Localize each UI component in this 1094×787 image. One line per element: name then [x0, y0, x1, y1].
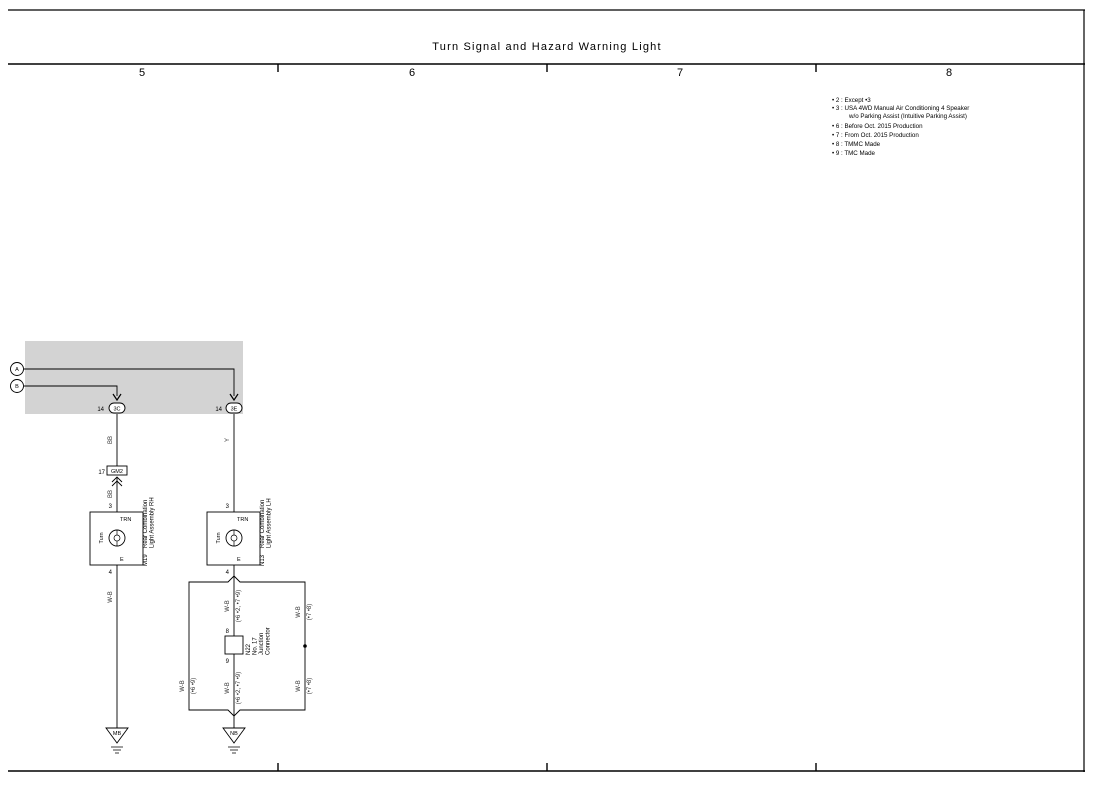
- component-name: Rear Combination: [143, 500, 149, 548]
- wire-color-label: Y: [225, 438, 231, 442]
- lamp-lh-label: N13 Rear Combination Light Assembly LH: [260, 498, 273, 566]
- column-number: 6: [409, 67, 415, 79]
- connector-code: GM2: [111, 469, 123, 475]
- connector-3e: [225, 402, 243, 414]
- component-name: Light Assembly LH: [267, 498, 273, 548]
- wire-color-label: W-B: [225, 600, 231, 612]
- ground-icon: [228, 746, 240, 754]
- filament-icon: [113, 530, 121, 546]
- component-name: No. 17: [253, 637, 259, 655]
- ground-code: MB: [113, 731, 122, 737]
- connector-gm2: [106, 465, 128, 476]
- ref-a-circle: [10, 362, 24, 376]
- pin-number: 8: [226, 629, 230, 635]
- column-number: 5: [139, 67, 145, 79]
- junction-label: N22 No. 17 Junction Connector: [246, 627, 272, 655]
- arrow-icon: [229, 393, 239, 402]
- ground-code: NB: [230, 731, 238, 737]
- ground-rh: [105, 727, 129, 744]
- pin-number: 3: [109, 504, 113, 510]
- component-name: Junction: [259, 633, 265, 655]
- wire-condition-label: (•6 •2, •7 •9): [236, 590, 242, 622]
- note-line: • 7 : From Oct. 2015 Production: [832, 132, 919, 139]
- internal-wire-a: [24, 368, 235, 396]
- wire-condition-label: (•6 •2, •7 •9): [236, 672, 242, 704]
- wire-condition-label: (•6 •9): [191, 678, 197, 695]
- connector-code: 3E: [231, 407, 238, 413]
- arrow-icon: [112, 393, 122, 402]
- lamp-terminal-label: E: [120, 557, 124, 563]
- component-name: Connector: [266, 627, 272, 655]
- component-code: N22: [246, 643, 252, 655]
- ground-icon: [111, 746, 123, 754]
- note-line: • 3 : USA 4WD Manual Air Conditioning 4 …: [832, 105, 969, 112]
- connector-3c: [108, 402, 126, 414]
- ref-b-circle: [10, 379, 24, 393]
- component-name: Rear Combination: [260, 500, 266, 548]
- pin-number: 14: [97, 407, 104, 413]
- note-line: • 6 : Before Oct. 2015 Production: [832, 123, 923, 130]
- junction-connector-n22: [224, 635, 244, 655]
- lamp-terminal-label: TRN: [120, 517, 131, 523]
- wire-color-label: BB: [108, 490, 114, 498]
- note-line: • 8 : TMMC Made: [832, 141, 881, 148]
- pin-number: 4: [109, 570, 113, 576]
- lamp-terminal-label: TRN: [237, 517, 248, 523]
- connector-code: 3C: [113, 407, 120, 413]
- column-number: 8: [946, 67, 952, 79]
- wire-lh-left-branch: [188, 575, 235, 717]
- wire-color-label: W-B: [225, 682, 231, 694]
- note-line: • 2 : Except •3: [832, 97, 871, 104]
- lamp-rh-label: M19 Rear Combination Light Assembly RH: [143, 497, 156, 566]
- pin-number: 4: [226, 570, 230, 576]
- pin-number: 3: [226, 504, 230, 510]
- lamp-function-label: Turn: [99, 532, 105, 543]
- pin-number: 17: [98, 470, 105, 476]
- wire-color-label: W-B: [296, 606, 302, 618]
- source-component-area: [25, 341, 243, 414]
- wire-color-label: W-B: [108, 591, 114, 603]
- wire-color-label: W-B: [296, 680, 302, 692]
- wire-color-label: W-B: [180, 680, 186, 692]
- ground-lh: [222, 727, 246, 744]
- diagram-title: Turn Signal and Hazard Warning Light: [432, 41, 662, 53]
- note-line: • 9 : TMC Made: [832, 150, 876, 157]
- filament-icon: [230, 530, 238, 546]
- wire-condition-label: (•7 •8): [307, 604, 313, 621]
- splice-point: [303, 644, 307, 648]
- component-code: M19: [143, 554, 149, 566]
- note-line: w/o Parking Assist (Intuitive Parking As…: [848, 113, 967, 120]
- lamp-function-label: Turn: [216, 532, 222, 543]
- wire-condition-label: (•7 •8): [307, 678, 313, 695]
- component-code: N13: [260, 554, 266, 566]
- column-number: 7: [677, 67, 683, 79]
- lamp-terminal-label: E: [237, 557, 241, 563]
- ref-a-label: A: [15, 367, 19, 373]
- pin-number: 14: [215, 407, 222, 413]
- component-name: Light Assembly RH: [150, 497, 156, 548]
- internal-wire-b: [24, 385, 118, 396]
- pin-number: 9: [226, 659, 230, 665]
- wire-color-label: BB: [108, 436, 114, 444]
- ref-b-label: B: [15, 384, 19, 390]
